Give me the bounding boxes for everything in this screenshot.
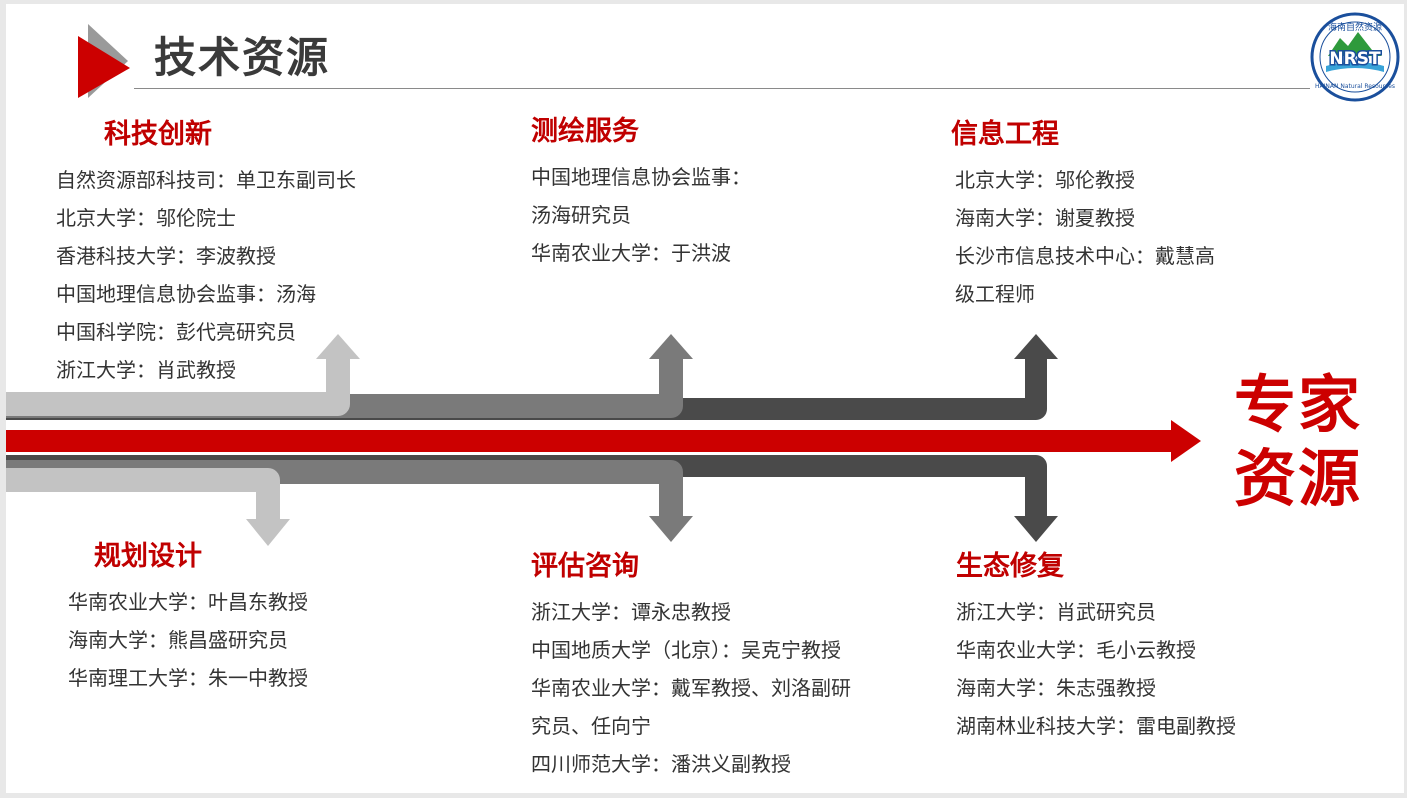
logo-abbr: NRST xyxy=(1329,49,1381,69)
logo-top-text: 海南自然资源 xyxy=(1328,21,1382,33)
logo-bottom-text: HAINAN Natural Resources xyxy=(1315,83,1395,90)
list-item: 湖南林业科技大学：雷电副教授 xyxy=(956,714,1236,738)
group-info-engineering: 信息工程 北京大学：邬伦教授 海南大学：谢夏教授 长沙市信息技术中心：戴慧高 级… xyxy=(951,117,1215,313)
group-title: 规划设计 xyxy=(94,541,202,572)
group-title: 信息工程 xyxy=(951,119,1059,150)
group-surveying: 测绘服务 中国地理信息协会监事： 汤海研究员 华南农业大学：于洪波 xyxy=(531,114,751,272)
list-item: 浙江大学：肖武研究员 xyxy=(956,600,1156,624)
group-title: 测绘服务 xyxy=(531,116,639,147)
list-item: 华南农业大学：叶昌东教授 xyxy=(68,590,308,614)
list-item: 海南大学：熊昌盛研究员 xyxy=(68,628,288,652)
list-item: 海南大学：朱志强教授 xyxy=(956,676,1156,700)
arrow-up-1 xyxy=(6,334,360,416)
main-arrow xyxy=(6,420,1201,462)
group-tech-innovation: 科技创新 自然资源部科技司：单卫东副司长 北京大学：邬伦院士 香港科技大学：李波… xyxy=(56,117,356,389)
arrow-down-1 xyxy=(6,468,290,546)
flow-arrows xyxy=(6,334,1201,546)
title-marker-icon xyxy=(78,24,130,98)
group-title: 评估咨询 xyxy=(531,551,639,582)
list-item: 究员、任向宁 xyxy=(531,714,651,738)
slide: 技术资源 海南自然资源 NRST HAINAN Natural Resource… xyxy=(6,4,1404,793)
list-item: 北京大学：邬伦教授 xyxy=(955,168,1135,192)
list-item: 香港科技大学：李波教授 xyxy=(56,244,276,268)
list-item: 浙江大学：谭永忠教授 xyxy=(531,600,731,624)
list-item: 中国地理信息协会监事： xyxy=(531,165,751,189)
group-ecological-restoration: 生态修复 浙江大学：肖武研究员 华南农业大学：毛小云教授 海南大学：朱志强教授 … xyxy=(956,549,1236,745)
list-item: 长沙市信息技术中心：戴慧高 xyxy=(955,244,1215,268)
list-item: 中国地理信息协会监事：汤海 xyxy=(56,282,316,306)
list-item: 华南理工大学：朱一中教授 xyxy=(68,666,308,690)
list-item: 中国地质大学（北京）：吴克宁教授 xyxy=(531,638,841,662)
list-item: 华南农业大学：戴军教授、刘洛副研 xyxy=(531,676,851,700)
list-item: 级工程师 xyxy=(955,282,1035,306)
title-divider xyxy=(134,88,1310,89)
page-title: 技术资源 xyxy=(154,33,331,82)
list-item: 华南农业大学：毛小云教授 xyxy=(956,638,1196,662)
list-item: 浙江大学：肖武教授 xyxy=(56,358,236,382)
group-title: 生态修复 xyxy=(956,551,1064,582)
group-assessment: 评估咨询 浙江大学：谭永忠教授 中国地质大学（北京）：吴克宁教授 华南农业大学：… xyxy=(531,549,851,783)
list-item: 北京大学：邬伦院士 xyxy=(56,206,236,230)
list-item: 华南农业大学：于洪波 xyxy=(531,241,731,265)
list-item: 汤海研究员 xyxy=(531,203,631,227)
nrst-logo-icon: 海南自然资源 NRST HAINAN Natural Resources xyxy=(1310,12,1400,102)
group-title: 科技创新 xyxy=(104,119,212,150)
list-item: 四川师范大学：潘洪义副教授 xyxy=(531,752,791,776)
list-item: 海南大学：谢夏教授 xyxy=(955,206,1135,230)
group-planning: 规划设计 华南农业大学：叶昌东教授 海南大学：熊昌盛研究员 华南理工大学：朱一中… xyxy=(68,539,308,697)
list-item: 中国科学院：彭代亮研究员 xyxy=(56,320,296,344)
main-label: 专家资源 xyxy=(1234,368,1363,515)
list-item: 自然资源部科技司：单卫东副司长 xyxy=(56,168,356,192)
